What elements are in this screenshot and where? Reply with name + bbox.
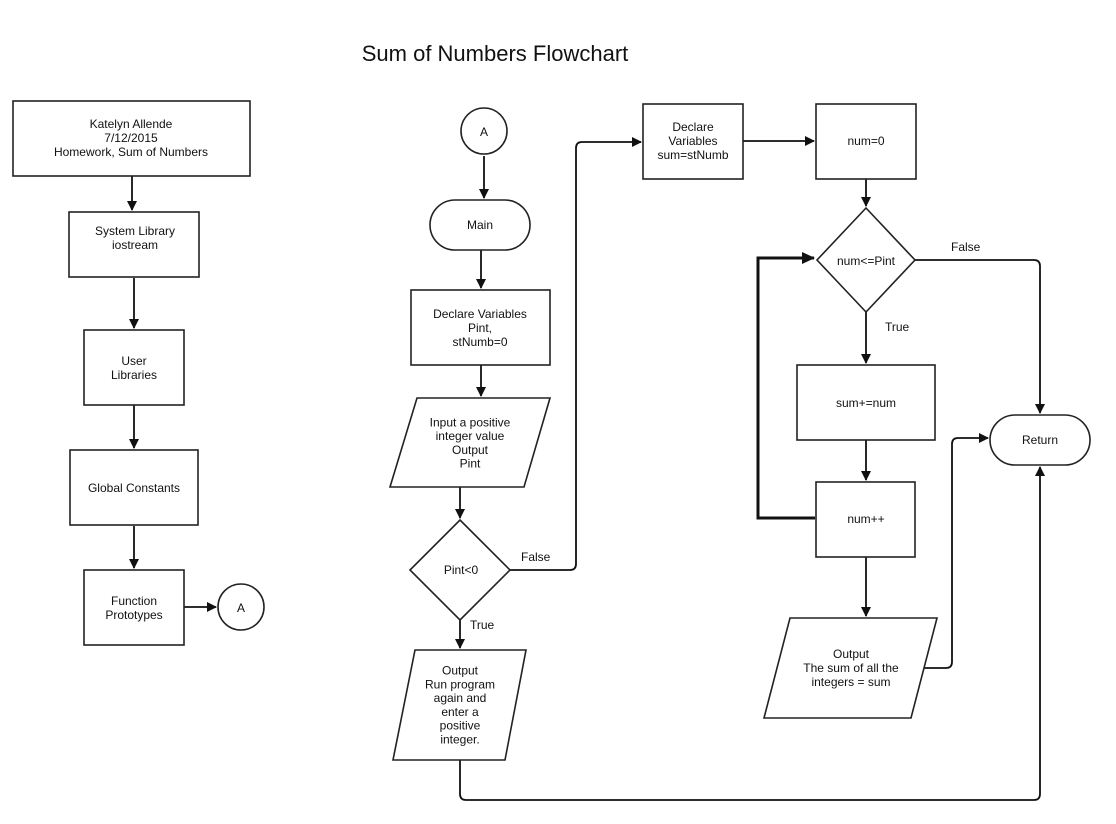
label-pint-false: False xyxy=(521,550,551,564)
node-label-line: Return xyxy=(1022,433,1058,447)
node-label-line: A xyxy=(480,125,488,139)
node-label-line: Homework, Sum of Numbers xyxy=(54,145,208,159)
node-label-line: System Library xyxy=(95,224,175,238)
svg-text:sum+=num: sum+=num xyxy=(836,396,896,410)
node-main-terminal: Main xyxy=(429,199,531,251)
node-label-line: num++ xyxy=(847,512,884,526)
node-label-line: stNumb=0 xyxy=(452,335,507,349)
node-label-line: The sum of all the xyxy=(803,661,899,675)
node-label-line: Prototypes xyxy=(105,608,162,622)
svg-text:num++: num++ xyxy=(847,512,884,526)
edge-loop-back xyxy=(756,252,815,520)
node-num-init: num=0 xyxy=(815,103,917,180)
node-label-line: Variables xyxy=(668,134,717,148)
node-label-line: Katelyn Allende xyxy=(90,117,173,131)
node-label-line: Run program xyxy=(425,677,495,691)
node-label-line: Pint xyxy=(460,457,481,471)
node-label-line: Main xyxy=(467,218,493,232)
edge-decision-num-false xyxy=(915,259,1045,414)
label-num-true: True xyxy=(885,320,910,334)
node-label-line: enter a xyxy=(441,705,479,719)
node-label-line: Input a positive xyxy=(430,415,511,429)
node-label-line: num<=Pint xyxy=(837,254,896,268)
edge-rerun-to-return xyxy=(459,466,1045,801)
node-global-constants: Global Constants xyxy=(69,449,199,526)
node-label-line: sum=stNumb xyxy=(657,148,728,162)
node-label-line: Pint, xyxy=(468,321,492,335)
node-connector-a-top: A xyxy=(460,107,508,155)
node-label-line: integer value xyxy=(436,429,505,443)
node-label-line: Pint<0 xyxy=(444,563,479,577)
node-connector-a-left: A xyxy=(217,583,265,631)
svg-text:Pint<0: Pint<0 xyxy=(444,563,479,577)
svg-text:Global Constants: Global Constants xyxy=(88,481,180,495)
node-label-line: Libraries xyxy=(111,368,157,382)
node-label-line: sum+=num xyxy=(836,396,896,410)
edge-decision-false xyxy=(510,137,642,571)
node-label-line: Output xyxy=(833,647,870,661)
node-label-line: Output xyxy=(452,443,489,457)
node-label-line: Declare Variables xyxy=(433,307,527,321)
node-label-line: 7/12/2015 xyxy=(104,131,158,145)
svg-text:Main: Main xyxy=(467,218,493,232)
node-label-line: Function xyxy=(111,594,157,608)
edges xyxy=(127,136,1045,801)
svg-text:A: A xyxy=(480,125,488,139)
node-label-line: Global Constants xyxy=(88,481,180,495)
node-label-line: Output xyxy=(442,664,479,678)
node-return-terminal: Return xyxy=(989,414,1091,466)
node-label-line: iostream xyxy=(112,238,158,252)
node-label-line: User xyxy=(121,354,146,368)
node-label-line: integers = sum xyxy=(811,675,890,689)
label-pint-true: True xyxy=(470,618,495,632)
node-label-line: A xyxy=(237,601,245,615)
node-decision-pint: Pint<0 xyxy=(408,518,512,622)
node-decision-num: num<=Pint xyxy=(815,206,917,314)
node-label-line: positive xyxy=(440,719,481,733)
node-num-inc: num++ xyxy=(815,481,916,558)
label-num-false: False xyxy=(951,240,981,254)
edge-output-to-return xyxy=(915,433,989,669)
node-sum-add: sum+=num xyxy=(796,364,936,441)
svg-text:A: A xyxy=(237,601,245,615)
node-label-line: Declare xyxy=(672,120,714,134)
svg-text:Return: Return xyxy=(1022,433,1058,447)
svg-text:num<=Pint: num<=Pint xyxy=(837,254,896,268)
diagram-title: Sum of Numbers Flowchart xyxy=(362,41,629,66)
node-label-line: again and xyxy=(434,691,487,705)
node-label-line: integer. xyxy=(440,733,479,747)
svg-text:num=0: num=0 xyxy=(847,134,884,148)
node-label-line: num=0 xyxy=(847,134,884,148)
